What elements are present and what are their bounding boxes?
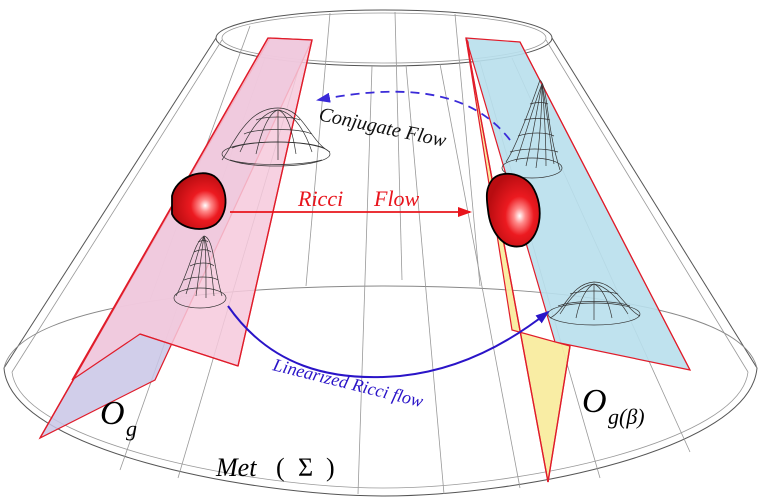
linearized-flow-arrow [227,305,550,379]
orbit-right-sub: g(β) [608,404,645,429]
blob-right [485,172,541,248]
left-orbit-planes [38,37,313,440]
cone-left-side [3,37,217,369]
orbit-left-label: O [100,395,125,432]
linearized-flow-label: Linearized Ricci flow [270,354,425,411]
met-open-paren: ( [276,453,285,482]
orbit-right-label: O [582,383,607,420]
orbit-left-sub: g [126,416,137,441]
wireframe-bump-top-left [221,107,331,167]
wireframe-spike-right [501,79,563,179]
conjugate-flow-label: Conjugate Flow [317,103,449,152]
conjugate-flow-arrow [316,90,511,141]
wireframe-bump-right [547,281,641,326]
flow-label: Flow [373,186,420,211]
right-orbit-planes [465,37,692,483]
blob-left [171,172,227,230]
cone-bottom-ellipse [3,367,758,497]
ricci-label: Ricci [297,186,343,211]
cone-right-side [551,37,758,369]
met-close-paren: ) [326,453,335,482]
wireframe-spike-left [173,235,227,309]
met-label: Met [215,453,257,482]
met-sigma: Σ [298,453,313,482]
